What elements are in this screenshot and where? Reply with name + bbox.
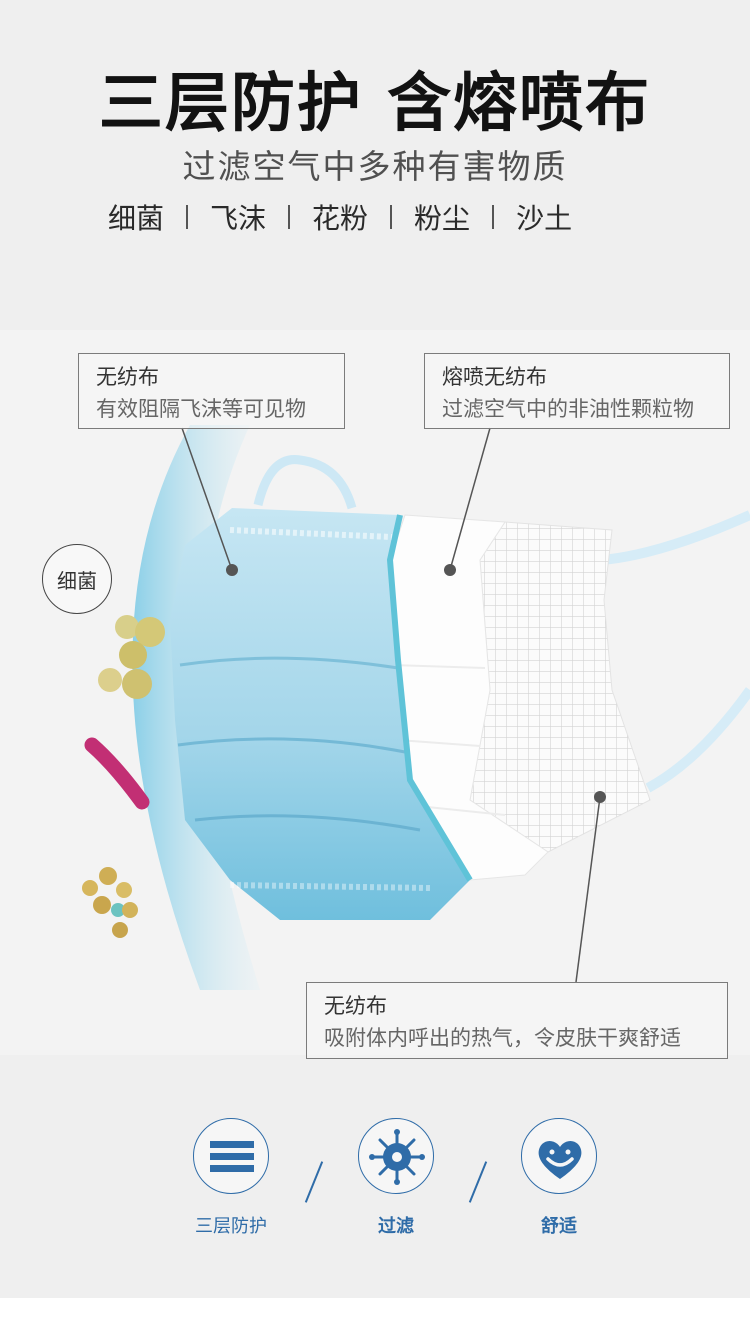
callout-description: 有效阻隔飞沫等可见物 bbox=[96, 397, 306, 421]
filter-item-sand: 沙土 bbox=[516, 202, 573, 235]
bacteria-label: 细菌 bbox=[42, 544, 112, 614]
filter-item-dust: 粉尘 bbox=[414, 202, 471, 235]
callout-title: 无纺布 bbox=[96, 365, 159, 389]
callout-description: 吸附体内呼出的热气，令皮肤干爽舒适 bbox=[324, 1026, 681, 1050]
layers-icon bbox=[193, 1118, 269, 1194]
ear-loop-right bbox=[601, 510, 750, 565]
feature-label-filter: 过滤 bbox=[378, 1216, 414, 1237]
pollen-cluster bbox=[98, 615, 165, 699]
callout-description: 过滤空气中的非油性颗粒物 bbox=[442, 397, 694, 421]
virus-icon bbox=[358, 1118, 434, 1194]
dust-cluster bbox=[82, 867, 138, 938]
filter-separator bbox=[492, 205, 495, 229]
filter-separator bbox=[186, 205, 189, 229]
ear-loop-top bbox=[253, 455, 357, 510]
filter-separator bbox=[390, 205, 393, 229]
feature-row: 三层防护 bbox=[0, 1110, 750, 1260]
filter-separator bbox=[288, 205, 291, 229]
page-title: 三层防护 含熔喷布 bbox=[98, 67, 652, 141]
callout-outer-layer: 无纺布 有效阻隔飞沫等可见物 bbox=[78, 353, 345, 429]
mask-illustration bbox=[0, 330, 750, 1055]
feature-label-comfort: 舒适 bbox=[541, 1216, 577, 1237]
filter-item-bacteria: 细菌 bbox=[108, 202, 165, 235]
heart-face-icon bbox=[521, 1118, 597, 1194]
page-subtitle: 过滤空气中多种有害物质 bbox=[182, 147, 568, 186]
separator-slash bbox=[304, 1161, 324, 1203]
footer-strip bbox=[0, 1298, 750, 1336]
callout-middle-layer: 熔喷无纺布 过滤空气中的非油性颗粒物 bbox=[424, 353, 730, 429]
feature-label-three-layer: 三层防护 bbox=[195, 1216, 267, 1237]
filter-list: 细菌 飞沫 花粉 粉尘 沙土 bbox=[108, 197, 648, 237]
filter-item-pollen: 花粉 bbox=[312, 202, 369, 235]
bacteria-rod bbox=[84, 737, 150, 810]
callout-title: 熔喷无纺布 bbox=[442, 365, 547, 389]
separator-slash bbox=[468, 1161, 488, 1203]
ear-loop-right-lower bbox=[645, 687, 750, 793]
callout-inner-layer: 无纺布 吸附体内呼出的热气，令皮肤干爽舒适 bbox=[306, 982, 728, 1059]
callout-title: 无纺布 bbox=[324, 994, 387, 1018]
filter-item-droplets: 飞沫 bbox=[210, 202, 267, 235]
